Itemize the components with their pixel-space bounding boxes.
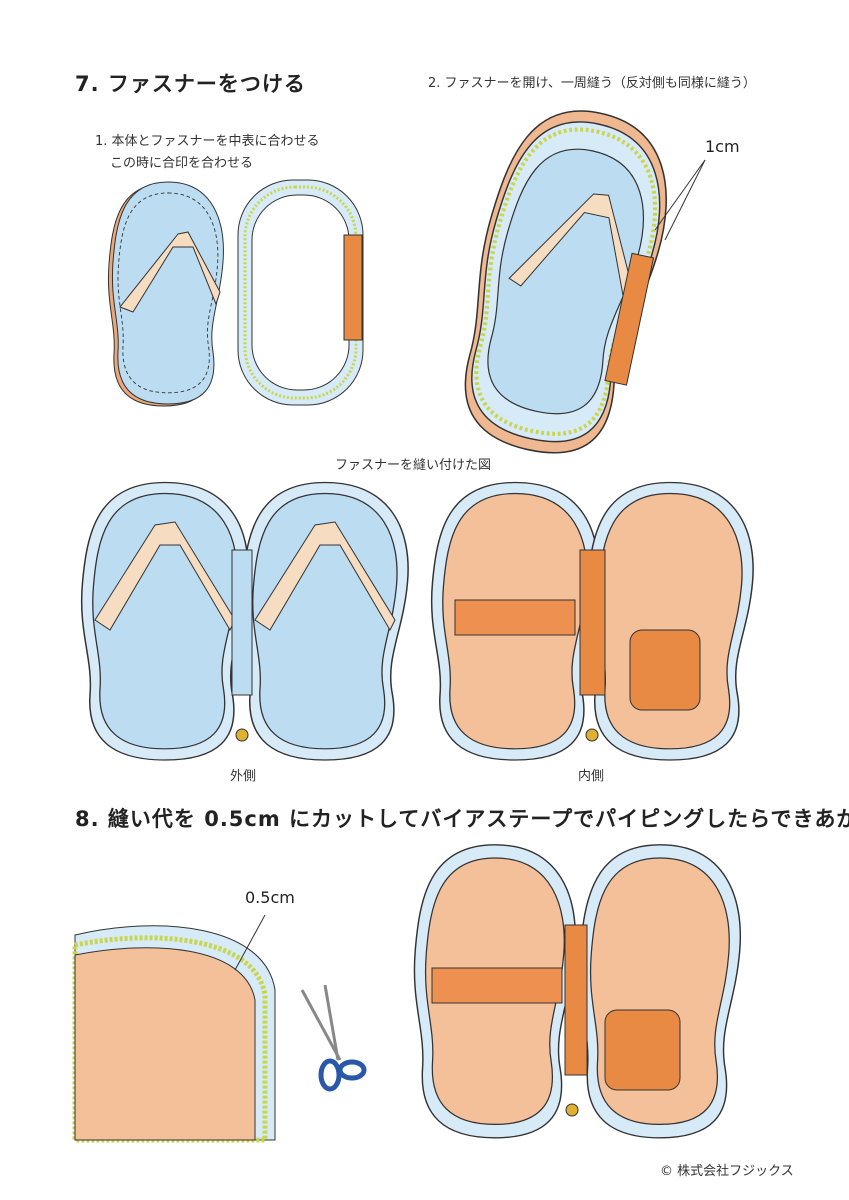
- seam-allowance-closeup: [72, 914, 276, 1143]
- step7-sub1-line2: この時に合印を合わせる: [110, 156, 254, 171]
- outer-view-figure: [80, 481, 409, 761]
- inner-view-figure: [430, 481, 754, 761]
- inner-label: 内側: [578, 769, 605, 784]
- step8-title: 8. 縫い代を 0.5cm にカットしてバイアステープでパイピングしたらできあが…: [75, 807, 849, 831]
- step7-title: 7. ファスナーをつける: [75, 72, 306, 96]
- step7-sub2: 2. ファスナーを開け、一周縫う（反対側も同様に縫う）: [428, 76, 756, 91]
- outer-label: 外側: [230, 769, 257, 784]
- zipper-loop: [237, 179, 364, 406]
- sandal-with-zipper: [443, 94, 686, 469]
- copyright: © 株式会社フジックス: [660, 1164, 794, 1179]
- measure-05cm: 0.5cm: [245, 888, 295, 907]
- figure-caption: ファスナーを縫い付けた図: [335, 458, 492, 473]
- finished-case-figure: [413, 844, 742, 1139]
- step7-sub1-line1: 1. 本体とファスナーを中表に合わせる: [95, 134, 320, 149]
- sandal-body-piece: [107, 181, 224, 407]
- scissors-icon: [300, 984, 367, 1092]
- measure-1cm: 1cm: [705, 137, 740, 156]
